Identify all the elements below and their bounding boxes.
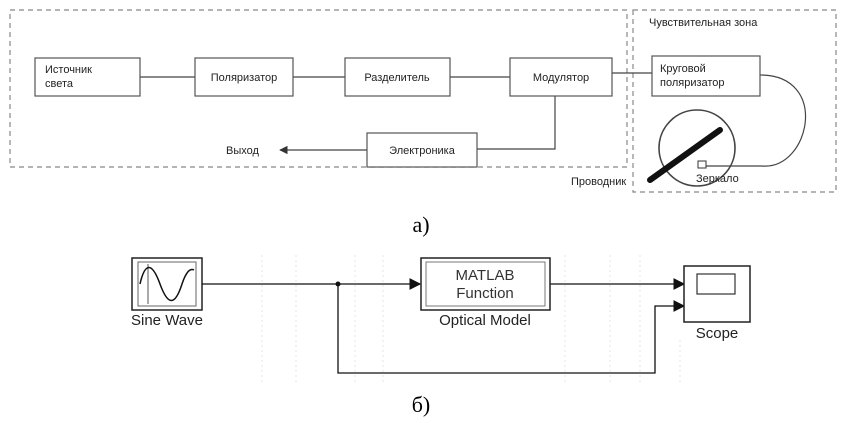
optical-model-label: Optical Model: [439, 312, 531, 329]
scope-screen-icon: [696, 273, 736, 295]
block-modulator: [509, 57, 613, 97]
mirror: [697, 160, 707, 169]
conductor-label: Проводник: [571, 176, 626, 188]
block-splitter-label: Разделитель: [364, 72, 430, 84]
output-label: Выход: [226, 145, 259, 157]
matlab-function-line2: Function: [456, 285, 514, 302]
block-electronics-label: Электроника: [389, 145, 456, 157]
system-boundary: [9, 9, 628, 168]
sensitive-zone-boundary: [632, 9, 837, 193]
conductor: [647, 127, 723, 183]
block-light-source-line2: света: [45, 78, 74, 90]
diagram-b: Sine Wave MATLAB Function Optical Model …: [131, 255, 751, 417]
block-splitter: [344, 57, 451, 97]
diagram-a: Чувствительная зона Источник света Поляр…: [9, 9, 837, 237]
block-polarizer: [194, 57, 294, 97]
wire-branch-to-scope: [337, 284, 686, 374]
scope-block: [683, 265, 751, 323]
sine-wave-label: Sine Wave: [131, 312, 203, 329]
mirror-label: Зеркало: [696, 173, 739, 185]
scope-label: Scope: [696, 325, 739, 342]
caption-a: а): [412, 212, 429, 237]
matlab-function-frame: [425, 261, 546, 307]
block-light-source-line1: Источник: [45, 64, 92, 76]
sensitive-zone-label: Чувствительная зона: [649, 17, 758, 29]
background-grid: [261, 255, 681, 385]
sensing-coil: [658, 109, 736, 187]
block-circular-polarizer: [651, 55, 761, 97]
block-electronics: [366, 132, 478, 168]
block-circular-line1: Круговой: [660, 63, 706, 75]
block-circular-line2: поляризатор: [660, 77, 725, 89]
block-modulator-label: Модулятор: [533, 72, 589, 84]
block-polarizer-label: Поляризатор: [211, 72, 278, 84]
fiber-loop: [705, 74, 807, 167]
matlab-function-line1: MATLAB: [456, 267, 515, 284]
sine-icon: [139, 266, 195, 302]
block-light-source: [34, 57, 141, 97]
caption-b: б): [412, 392, 431, 417]
line-modulator-electronics: [477, 95, 556, 150]
